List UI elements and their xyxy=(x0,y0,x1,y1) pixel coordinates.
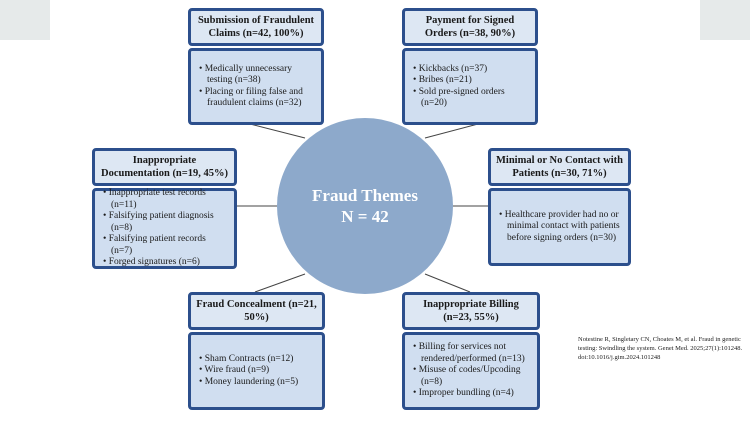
connector-line xyxy=(249,123,306,139)
theme-title: Inappropriate Documentation (n=19, 45%) xyxy=(92,148,237,186)
connector-line xyxy=(424,273,471,293)
theme-box-concealment: Fraud Concealment (n=21, 50%) Sham Contr… xyxy=(188,292,325,410)
theme-box-payment: Payment for Signed Orders (n=38, 90%) Ki… xyxy=(402,8,538,125)
citation: Notestine R, Singletary CN, Choates M, e… xyxy=(578,336,743,361)
connector-line xyxy=(424,123,479,139)
center-subtitle: N = 42 xyxy=(341,207,389,226)
theme-items: Sham Contracts (n=12)Wire fraud (n=9)Mon… xyxy=(199,354,299,389)
theme-title: Submission of Fraudulent Claims (n=42, 1… xyxy=(188,8,324,46)
center-circle: Fraud Themes N = 42 xyxy=(277,118,453,294)
gray-margin-left xyxy=(0,0,50,40)
theme-box-contact: Minimal or No Contact with Patients (n=3… xyxy=(488,148,631,266)
theme-title: Inappropriate Billing (n=23, 55%) xyxy=(402,292,540,330)
theme-box-documentation: Inappropriate Documentation (n=19, 45%) … xyxy=(92,148,237,269)
center-title: Fraud Themes xyxy=(312,186,418,205)
theme-title: Fraud Concealment (n=21, 50%) xyxy=(188,292,325,330)
theme-title: Payment for Signed Orders (n=38, 90%) xyxy=(402,8,538,46)
theme-items: Billing for services not rendered/perfor… xyxy=(413,342,529,400)
theme-items: Inappropriate test records (n=11)Falsify… xyxy=(103,188,226,269)
theme-title: Minimal or No Contact with Patients (n=3… xyxy=(488,148,631,186)
theme-items: Healthcare provider had no or minimal co… xyxy=(499,210,620,245)
connector-line xyxy=(254,273,306,293)
theme-items: Kickbacks (n=37)Bribes (n=21)Sold pre-si… xyxy=(413,64,527,110)
theme-items: Medically unnecessary testing (n=38)Plac… xyxy=(199,64,313,110)
gray-margin-right xyxy=(700,0,750,40)
theme-box-submission: Submission of Fraudulent Claims (n=42, 1… xyxy=(188,8,324,125)
theme-box-billing: Inappropriate Billing (n=23, 55%) Billin… xyxy=(402,292,540,410)
